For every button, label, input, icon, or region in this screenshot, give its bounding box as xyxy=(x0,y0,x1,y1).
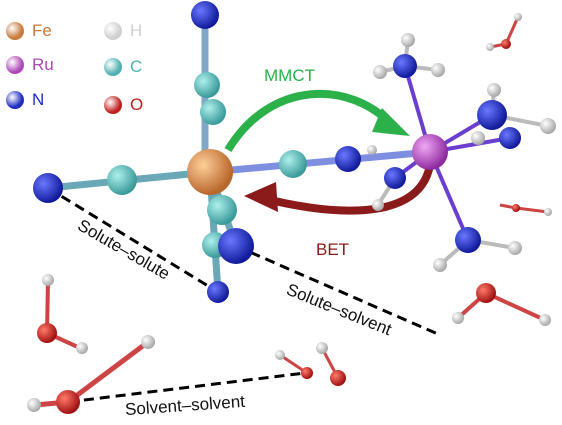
mmct-label: MMCT xyxy=(264,66,315,85)
nitrogen-atom xyxy=(499,127,521,149)
nitrogen-atom xyxy=(207,281,229,303)
carbon-atom xyxy=(194,72,220,98)
legend-item-fe: Fe xyxy=(6,20,52,42)
solute-solvent-line xyxy=(235,244,441,337)
bet-arrow xyxy=(261,164,434,215)
hydrogen-atom xyxy=(42,274,54,286)
hydrogen-atom xyxy=(373,65,387,79)
hydrogen-atom xyxy=(540,118,556,134)
hydrogen-atom xyxy=(487,83,501,97)
bond xyxy=(485,291,546,322)
legend-label: C xyxy=(130,57,143,76)
legend-item-ru: Ru xyxy=(6,54,54,76)
hydrogen-atom xyxy=(433,258,447,272)
legend-item-o: O xyxy=(104,94,143,116)
oxygen-atom xyxy=(330,370,346,386)
nitrogen-atom xyxy=(335,146,361,172)
atoms xyxy=(27,1,556,414)
nitrogen-atom xyxy=(218,228,254,264)
hydrogen-atom xyxy=(544,208,552,216)
h-swatch-icon xyxy=(104,22,122,40)
bet-label: BET xyxy=(316,240,350,259)
oxygen-atom xyxy=(512,204,520,212)
fe-swatch-icon xyxy=(6,22,24,40)
nitrogen-atom xyxy=(191,1,219,29)
hydrogen-atom xyxy=(401,33,415,47)
hydrogen-atom xyxy=(141,335,155,349)
nitrogen-atom xyxy=(384,167,406,189)
nitrogen-atom xyxy=(455,227,481,253)
mmct-arrow xyxy=(224,89,395,153)
bond xyxy=(66,340,150,404)
carbon-atom xyxy=(207,195,237,225)
oxygen-atom xyxy=(301,367,313,379)
legend-label: Fe xyxy=(32,21,52,40)
carbon-atom xyxy=(200,99,226,125)
n-swatch-icon xyxy=(6,91,24,109)
solute-solute-line xyxy=(47,186,219,294)
hydrogen-atom xyxy=(316,342,328,354)
legend-label: N xyxy=(32,90,45,109)
bond xyxy=(515,206,549,214)
hydrogen-atom xyxy=(539,314,551,326)
hydrogen-atom xyxy=(514,13,522,21)
nitrogen-atom xyxy=(393,54,417,78)
oxygen-atom xyxy=(56,390,80,414)
mmct-arrowhead xyxy=(372,108,410,136)
hydrogen-atom xyxy=(486,43,494,51)
solvent-solvent-line xyxy=(67,371,306,404)
carbon-atom xyxy=(279,150,307,178)
legend-item-n: N xyxy=(6,89,44,111)
oxygen-atom xyxy=(37,323,57,343)
hydrogen-atom xyxy=(452,312,464,324)
legend-label: Ru xyxy=(32,55,54,74)
transition-arrows xyxy=(224,89,434,215)
oxygen-atom xyxy=(501,39,511,49)
bet-arrowhead xyxy=(244,182,278,212)
hydrogen-atom xyxy=(275,350,285,360)
hydrogen-atom xyxy=(471,131,485,145)
nitrogen-atom xyxy=(33,173,63,203)
carbon-atom xyxy=(107,165,137,195)
iron-atom xyxy=(187,149,233,195)
legend-item-h: H xyxy=(104,20,142,42)
c-swatch-icon xyxy=(104,58,122,76)
hydrogen-atom xyxy=(431,63,445,77)
hydrogen-atom xyxy=(367,145,377,155)
nitrogen-atom xyxy=(477,100,507,130)
legend-item-c: C xyxy=(104,56,142,78)
bond xyxy=(209,148,431,176)
legend-label: H xyxy=(130,21,143,40)
ruthenium-atom xyxy=(412,134,448,170)
interaction-lines xyxy=(47,186,441,404)
hydrogen-atom xyxy=(508,241,522,255)
hydrogen-atom xyxy=(372,199,384,211)
hydrogen-atom xyxy=(27,398,41,412)
oxygen-atom xyxy=(476,283,496,303)
o-swatch-icon xyxy=(104,96,122,114)
hydrogen-atom xyxy=(76,342,88,354)
ru-swatch-icon xyxy=(6,56,24,74)
legend-label: O xyxy=(130,95,144,114)
